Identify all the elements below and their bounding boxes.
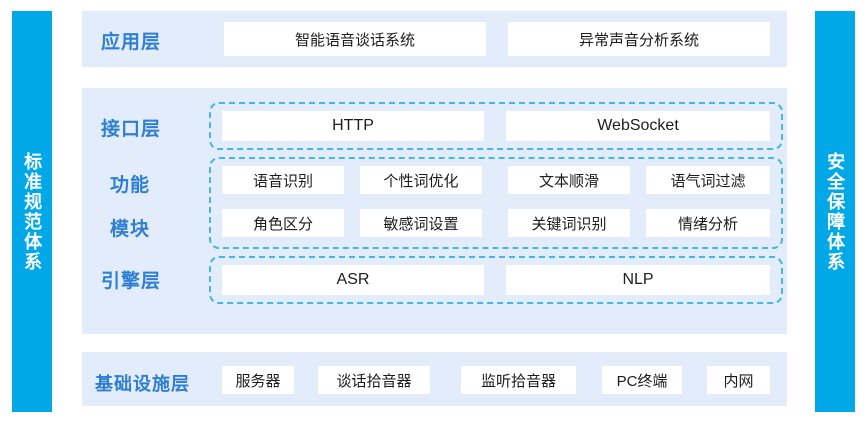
- application-item-box[interactable]: 智能语音谈话系统: [224, 22, 486, 56]
- engine-layer-group: [209, 256, 783, 304]
- function-item-box[interactable]: 敏感词设置: [360, 209, 482, 237]
- function-item-box[interactable]: 角色区分: [222, 209, 344, 237]
- infrastructure-item-box[interactable]: 谈话拾音器: [318, 366, 430, 394]
- infrastructure-item-box[interactable]: PC终端: [602, 366, 682, 394]
- function-item-box[interactable]: 关键词识别: [508, 209, 630, 237]
- function-module-label-line2: 模块: [110, 219, 151, 240]
- function-item-box[interactable]: 个性词优化: [360, 166, 482, 194]
- application-item-box[interactable]: 异常声音分析系统: [508, 22, 770, 56]
- application-layer-label: 应用层: [101, 32, 162, 53]
- infrastructure-item-box[interactable]: 服务器: [222, 366, 294, 394]
- right-side-bar-label: 安全保障体系: [825, 151, 846, 272]
- left-side-bar-label: 标准规范体系: [22, 151, 43, 272]
- function-module-group: [209, 157, 783, 249]
- engine-layer-label: 引擎层: [101, 271, 162, 292]
- interface-layer-label: 接口层: [101, 119, 162, 140]
- function-item-box[interactable]: 文本顺滑: [508, 166, 630, 194]
- function-item-box[interactable]: 语音识别: [222, 166, 344, 194]
- function-module-label-line1: 功能: [110, 175, 151, 196]
- right-side-bar-security: 安全保障体系: [815, 11, 855, 412]
- engine-item-box[interactable]: ASR: [222, 265, 484, 295]
- interface-layer-group: [209, 102, 783, 150]
- infrastructure-layer-label: 基础设施层: [95, 374, 190, 394]
- infrastructure-item-box[interactable]: 内网: [707, 366, 770, 394]
- infrastructure-item-box[interactable]: 监听拾音器: [461, 366, 576, 394]
- function-item-box[interactable]: 语气词过滤: [646, 166, 770, 194]
- engine-item-box[interactable]: NLP: [506, 265, 770, 295]
- function-item-box[interactable]: 情绪分析: [646, 209, 770, 237]
- interface-item-box[interactable]: HTTP: [222, 111, 484, 141]
- left-side-bar-standards: 标准规范体系: [12, 11, 52, 412]
- interface-item-box[interactable]: WebSocket: [506, 111, 770, 141]
